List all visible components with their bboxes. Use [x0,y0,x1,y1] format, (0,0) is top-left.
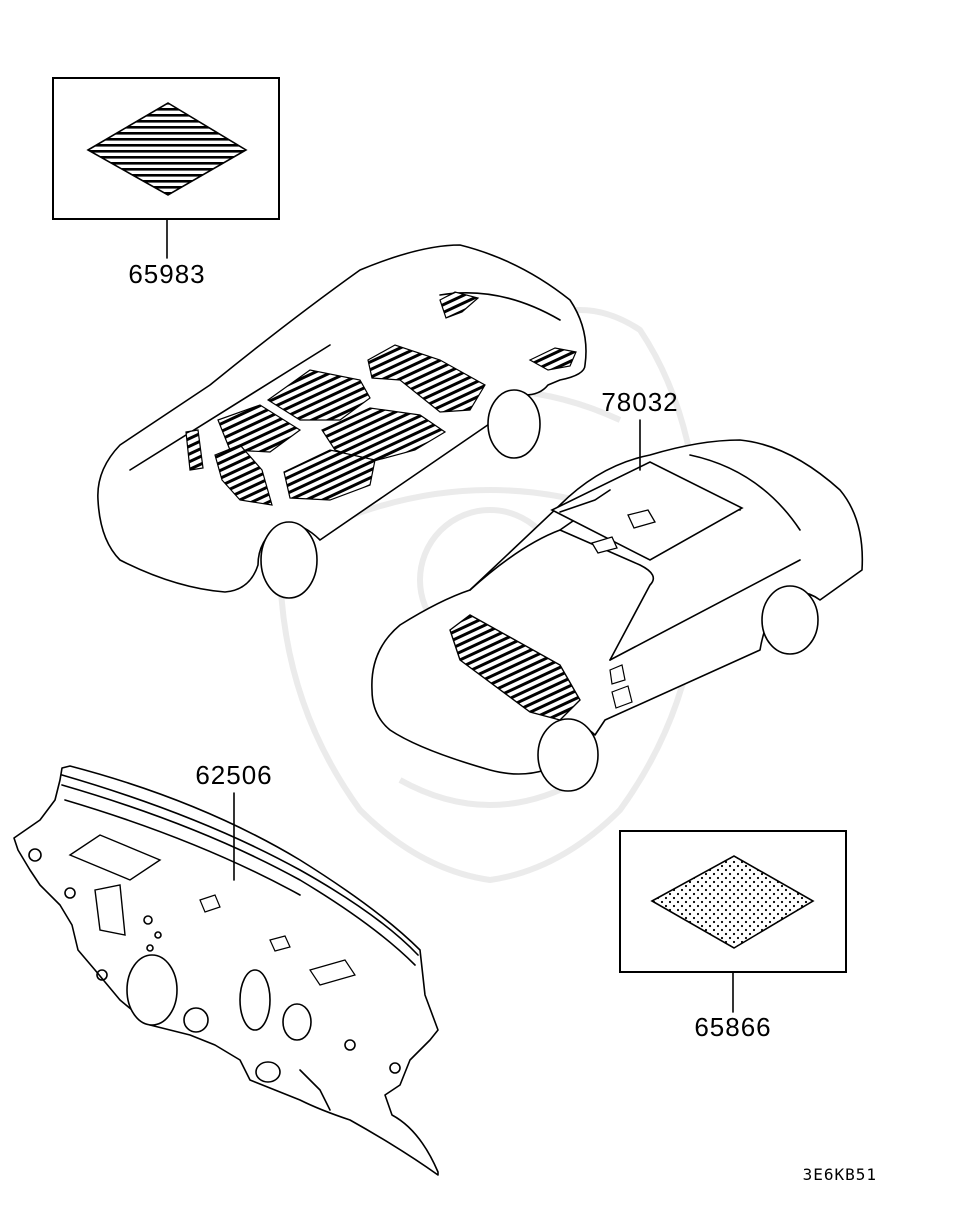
part-65983-sample [52,77,280,259]
part-number-78032: 78032 [601,387,678,417]
dash-panel-silencer [13,765,439,1176]
part-65866-sample [619,830,847,1013]
diagram-reference-code: 3E6KB51 [803,1165,877,1184]
car-headlining-silencer [371,419,864,792]
part-number-65866: 65866 [694,1012,771,1042]
part-number-65983: 65983 [128,259,205,289]
part-number-62506: 62506 [195,760,272,790]
car-floor-silencer [97,244,587,599]
